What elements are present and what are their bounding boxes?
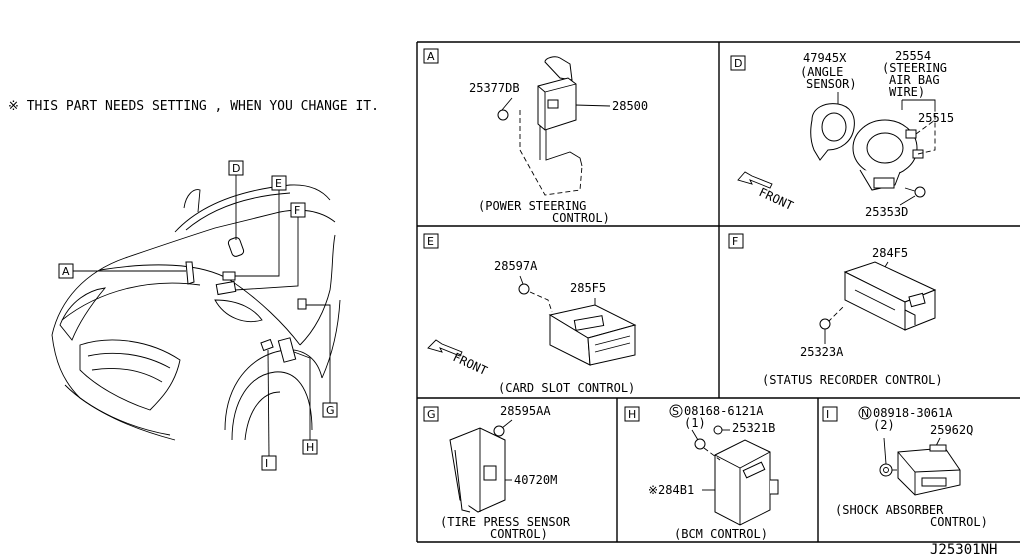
svg-text:E: E <box>427 235 434 248</box>
panel-g: G 28595AA 40720M (TIRE PRESS SENSOR CONT… <box>423 404 571 541</box>
svg-text:AIR BAG: AIR BAG <box>889 73 940 87</box>
part-number: 25321B <box>732 421 775 435</box>
caption: (TIRE PRESS SENSOR <box>440 515 571 529</box>
svg-text:D: D <box>232 162 240 175</box>
part-number: 28597A <box>494 259 538 273</box>
overview-callouts: A D E F G H I <box>58 160 338 471</box>
caption: (POWER STEERING <box>478 199 586 213</box>
part-number: 28500 <box>612 99 648 113</box>
part-number: 08918-3061A <box>873 406 953 420</box>
part-number: 25353D <box>865 205 908 219</box>
part-number: 285F5 <box>570 281 606 295</box>
svg-text:G: G <box>427 408 436 421</box>
panel-f: F 284F5 25323A (STATUS RECORDER CONTROL) <box>728 233 943 387</box>
panel-h: H S 08168-6121A (1) 25321B ※284B1 (BCM C… <box>624 404 779 541</box>
svg-text:G: G <box>326 404 335 417</box>
svg-text:A: A <box>62 265 70 278</box>
part-number: 47945X <box>803 51 847 65</box>
panel-e: E 28597A 285F5 FRONT (CARD SLOT CONTROL) <box>423 233 637 395</box>
svg-text:SENSOR): SENSOR) <box>806 77 857 91</box>
front-label: FRONT <box>757 185 796 213</box>
svg-text:E: E <box>275 177 282 190</box>
panel-d: D 47945X (ANGLE SENSOR) 25554 (STEERING … <box>730 49 954 219</box>
svg-text:D: D <box>734 57 742 70</box>
front-label: FRONT <box>451 350 490 378</box>
part-number: 25962Q <box>930 423 973 437</box>
diagram-id: J25301NH <box>930 542 997 558</box>
svg-text:(STEERING: (STEERING <box>882 61 947 75</box>
part-number: ※284B1 <box>648 483 694 497</box>
panel-a: A 25377DB 28500 (POWER STEERING CONTROL) <box>423 48 648 225</box>
part-number: 284F5 <box>872 246 908 260</box>
svg-text:WIRE): WIRE) <box>889 85 925 99</box>
part-number: 28595AA <box>500 404 551 418</box>
svg-text:A: A <box>427 50 435 63</box>
part-number: 25377DB <box>469 81 520 95</box>
caption: (CARD SLOT CONTROL) <box>498 381 635 395</box>
svg-text:(2): (2) <box>873 418 895 432</box>
caption: CONTROL) <box>930 515 988 529</box>
svg-text:I: I <box>265 457 268 470</box>
caption: CONTROL) <box>490 527 548 541</box>
svg-text:H: H <box>628 408 636 421</box>
svg-text:F: F <box>732 235 738 248</box>
svg-text:I: I <box>826 408 829 421</box>
car-overview <box>51 184 341 441</box>
svg-text:S: S <box>672 405 679 418</box>
caption: (SHOCK ABSORBER <box>835 503 944 517</box>
svg-text:H: H <box>306 441 314 454</box>
part-number: 25323A <box>800 345 844 359</box>
svg-text:F: F <box>294 204 300 217</box>
svg-text:(ANGLE: (ANGLE <box>800 65 843 79</box>
svg-text:N: N <box>861 407 869 420</box>
caption: (STATUS RECORDER CONTROL) <box>762 373 943 387</box>
part-number: 40720M <box>514 473 557 487</box>
svg-text:(1): (1) <box>684 416 706 430</box>
panel-i: I N 08918-3061A (2) 25962Q (SHOCK ABSORB… <box>822 406 988 529</box>
panel-frames <box>416 41 1020 543</box>
part-number: 08168-6121A <box>684 404 764 418</box>
setting-note: ※ THIS PART NEEDS SETTING , WHEN YOU CHA… <box>8 99 379 114</box>
caption: CONTROL) <box>552 211 610 225</box>
part-number: 25554 <box>895 49 931 63</box>
caption: (BCM CONTROL) <box>674 527 768 541</box>
part-number: 25515 <box>918 111 954 125</box>
